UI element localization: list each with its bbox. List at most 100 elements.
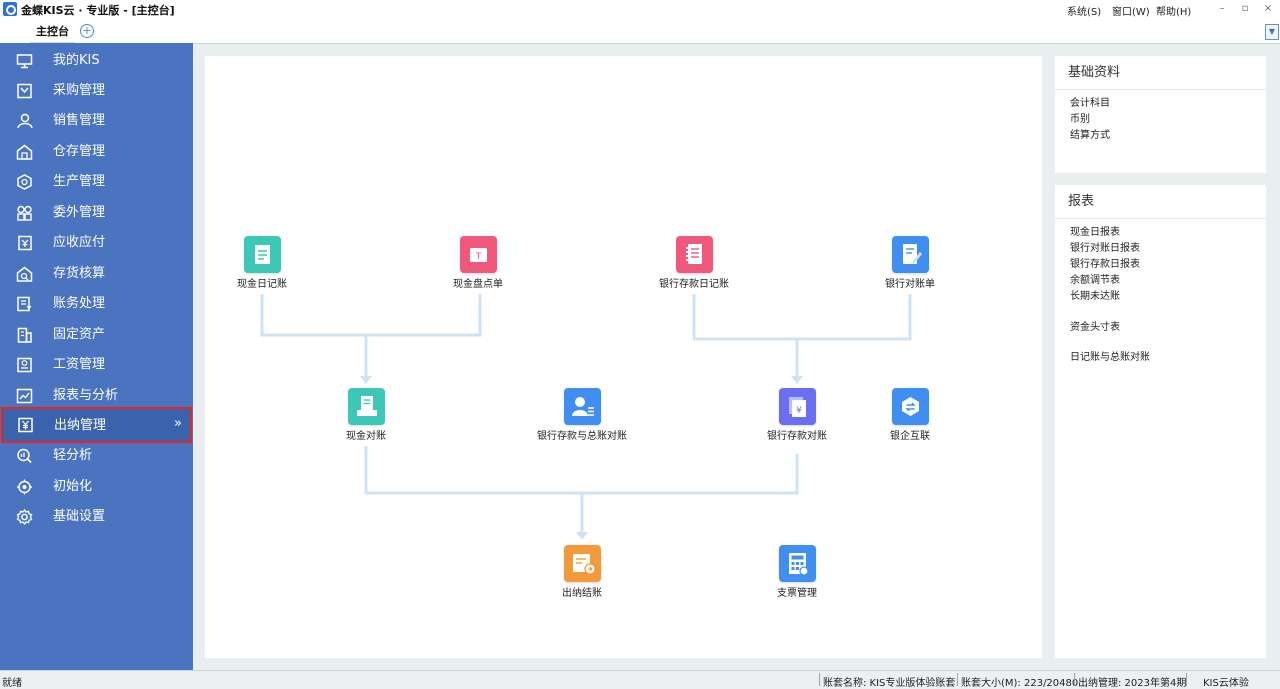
cash-count-icon: T — [459, 236, 497, 273]
sidebar-item-label: 委外管理 — [53, 205, 106, 220]
status-divider — [819, 673, 820, 686]
svg-text:T: T — [474, 252, 481, 262]
sidebar-item-label: 采购管理 — [53, 83, 106, 98]
sidebar-item-warehouse[interactable]: 仓存管理 — [0, 137, 193, 167]
node-label: 现金对账 — [346, 431, 386, 442]
sidebar-item-my-kis[interactable]: 我的KIS — [0, 46, 193, 76]
sidebar-item-inventory-costing[interactable]: 存货核算 — [0, 259, 193, 289]
people-icon — [16, 113, 33, 129]
sidebar-item-label: 存货核算 — [53, 266, 106, 281]
node-label: 银行存款与总账对账 — [537, 431, 627, 442]
link-long-outstanding[interactable]: 长期未达账 — [1070, 291, 1120, 302]
node-check-management[interactable]: 支票管理 — [737, 545, 857, 599]
sidebar: 我的KIS 采购管理 销售管理 仓存管理 生产管理 委外管理 应收应付 — [0, 43, 193, 670]
link-accounts[interactable]: 会计科目 — [1070, 98, 1110, 109]
sidebar-item-light-analysis[interactable]: 轻分析 — [0, 441, 193, 471]
node-cashier-close[interactable]: 出纳结账 — [522, 545, 642, 599]
cashier-icon — [17, 417, 34, 433]
tab-main-console[interactable]: 主控台 — [30, 22, 75, 44]
node-cash-reconcile[interactable]: 现金对账 — [306, 388, 426, 442]
node-bank-gl-reconcile[interactable]: 银行存款与总账对账 — [522, 388, 642, 442]
svg-text:¥: ¥ — [796, 406, 802, 416]
ledger-icon — [16, 296, 33, 312]
sidebar-item-label: 工资管理 — [53, 357, 106, 372]
flow-canvas: 现金日记账 T 现金盘点单 银行存款日记账 银行对账单 现金对账 银行存款与总账… — [205, 56, 1042, 658]
status-account-name: 账套名称: KIS专业版体验账套 — [823, 678, 956, 689]
sidebar-item-purchase[interactable]: 采购管理 — [0, 76, 193, 106]
sidebar-item-payroll[interactable]: 工资管理 — [0, 350, 193, 380]
node-cash-journal[interactable]: 现金日记账 — [202, 236, 322, 290]
sidebar-item-initialization[interactable]: 初始化 — [0, 472, 193, 502]
cart-icon — [16, 83, 33, 99]
status-ready: 就绪 — [2, 678, 22, 689]
sidebar-item-label: 销售管理 — [53, 113, 106, 128]
sidebar-item-label: 轻分析 — [53, 448, 93, 463]
sidebar-item-cashier[interactable]: 出纳管理 » — [1, 407, 192, 443]
sidebar-item-production[interactable]: 生产管理 — [0, 167, 193, 197]
link-bank-reconcile-daily-report[interactable]: 银行对账日报表 — [1070, 243, 1140, 254]
sidebar-item-sales[interactable]: 销售管理 — [0, 106, 193, 136]
menu-system[interactable]: 系统(S) — [1067, 7, 1102, 18]
sidebar-item-accounting[interactable]: 账务处理 — [0, 289, 193, 319]
link-cash-daily-report[interactable]: 现金日报表 — [1070, 227, 1120, 238]
title-bar: 金蝶KIS云 · 专业版 - [主控台] 系统(S) 窗口(W) 帮助(H) –… — [0, 0, 1280, 19]
node-bank-statement[interactable]: 银行对账单 — [850, 236, 970, 290]
monitor-icon — [16, 53, 33, 69]
link-settlement-method[interactable]: 结算方式 — [1070, 130, 1110, 141]
link-bank-deposit-daily-report[interactable]: 银行存款日报表 — [1070, 259, 1140, 270]
sidebar-item-basic-settings[interactable]: 基础设置 — [0, 502, 193, 532]
status-edition: KIS云体验 — [1203, 678, 1249, 689]
link-journal-gl-reconcile[interactable]: 日记账与总账对账 — [1070, 352, 1150, 363]
bank-reconcile-icon: ¥ — [778, 388, 816, 425]
arrow-head-icon — [360, 376, 372, 384]
hexagon-icon — [16, 174, 33, 190]
inventory-icon — [16, 266, 33, 282]
link-fund-position[interactable]: 资金头寸表 — [1070, 322, 1120, 333]
grid-icon — [16, 205, 33, 221]
app-logo-icon — [3, 2, 17, 16]
node-bank-journal[interactable]: 银行存款日记账 — [634, 236, 754, 290]
sidebar-item-fixed-assets[interactable]: 固定资产 — [0, 320, 193, 350]
panel-title: 基础资料 — [1055, 56, 1266, 90]
panel-title: 报表 — [1055, 185, 1266, 219]
sidebar-item-label: 仓存管理 — [53, 144, 106, 159]
restore-icon[interactable]: ▫ — [1241, 3, 1249, 14]
menu-window[interactable]: 窗口(W) — [1112, 7, 1150, 18]
status-divider — [957, 673, 958, 686]
flow-connectors — [260, 294, 912, 540]
sidebar-item-label: 报表与分析 — [53, 388, 119, 403]
connector-bank — [692, 294, 912, 341]
arrow-head-icon — [576, 532, 588, 540]
close-icon[interactable]: × — [1263, 3, 1273, 14]
node-cash-count[interactable]: T 现金盘点单 — [418, 236, 538, 290]
sidebar-item-label: 初始化 — [53, 479, 93, 494]
add-tab-icon[interactable]: + — [80, 24, 94, 38]
tab-dropdown-icon[interactable]: ▼ — [1265, 24, 1279, 40]
node-label: 现金盘点单 — [453, 279, 503, 290]
menu-help[interactable]: 帮助(H) — [1156, 7, 1192, 18]
init-icon — [16, 479, 33, 495]
check-mgmt-icon — [778, 545, 816, 582]
node-label: 银企互联 — [890, 431, 930, 442]
sidebar-item-label: 基础设置 — [53, 509, 106, 524]
node-bank-link[interactable]: 银企互联 — [850, 388, 970, 442]
link-balance-adjustment[interactable]: 余额调节表 — [1070, 275, 1120, 286]
tab-bar: 主控台 + — [0, 19, 1280, 44]
sidebar-item-label: 应收应付 — [53, 235, 106, 250]
chart-icon — [16, 388, 33, 404]
status-bar: 就绪 账套名称: KIS专业版体验账套 账套大小(M): 223/20480 出… — [0, 670, 1280, 689]
connector-cash — [260, 294, 482, 337]
bank-gl-reconcile-icon — [563, 388, 601, 425]
minimize-icon[interactable]: – — [1219, 3, 1225, 14]
node-label: 现金日记账 — [237, 279, 287, 290]
arrow-head-icon — [791, 376, 803, 384]
sidebar-item-receivable-payable[interactable]: 应收应付 — [0, 228, 193, 258]
status-period: 出纳管理: 2023年第4期 — [1078, 678, 1187, 689]
sidebar-item-reports-analysis[interactable]: 报表与分析 — [0, 381, 193, 411]
link-currency[interactable]: 币别 — [1070, 114, 1090, 125]
node-bank-reconcile[interactable]: ¥ 银行存款对账 — [737, 388, 857, 442]
sidebar-item-label: 生产管理 — [53, 174, 106, 189]
sidebar-item-label: 出纳管理 — [54, 418, 107, 433]
analysis-icon — [16, 448, 33, 464]
sidebar-item-outsourcing[interactable]: 委外管理 — [0, 198, 193, 228]
